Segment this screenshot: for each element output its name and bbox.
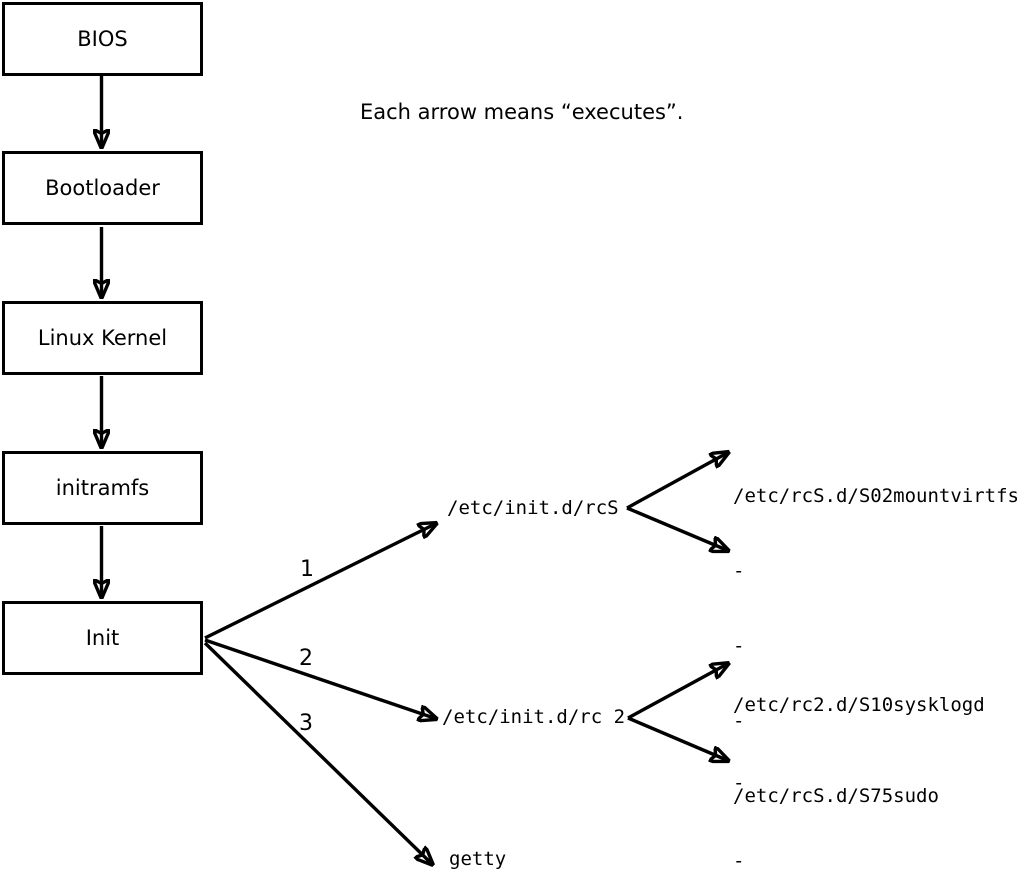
node-init: Init — [2, 601, 203, 675]
ellipsis-dash: - — [733, 850, 745, 872]
branch-number-1: 1 — [300, 557, 314, 582]
node-init-label: Init — [85, 625, 120, 650]
ellipsis-dash: - — [733, 772, 745, 794]
arrow-rc2-to-first-script — [627, 663, 729, 720]
node-bios: BIOS — [2, 2, 203, 76]
legend-caption: Each arrow means “executes”. — [360, 100, 684, 124]
arrow-init-to-rcs — [204, 523, 437, 640]
node-bios-label: BIOS — [77, 26, 128, 51]
node-linux-kernel-label: Linux Kernel — [37, 325, 168, 350]
branch-number-3: 3 — [299, 711, 313, 736]
node-bootloader: Bootloader — [2, 151, 203, 225]
branch-number-2: 2 — [299, 646, 313, 671]
rcs-script-last: /etc/rcS.d/S75sudo — [733, 785, 939, 807]
node-initramfs-label: initramfs — [55, 475, 150, 500]
arrow-init-to-rc2 — [204, 638, 437, 719]
node-linux-kernel: Linux Kernel — [2, 301, 203, 375]
arrow-rcs-to-last-script — [626, 506, 729, 551]
branch-target-rc2: /etc/init.d/rc 2 — [442, 706, 626, 728]
rc2-script-list: /etc/rc2.d/S10sysklogd - - - /etc/rc2.d/… — [733, 640, 985, 875]
rcs-script-first: /etc/rcS.d/S02mountvirtfs — [733, 485, 1019, 507]
node-initramfs: initramfs — [2, 451, 203, 525]
branch-target-getty: getty — [449, 848, 507, 870]
ellipsis-dash: - — [733, 710, 745, 732]
rcs-script-list: /etc/rcS.d/S02mountvirtfs - - - /etc/rcS… — [733, 434, 1019, 859]
arrow-rc2-to-last-script — [627, 716, 729, 761]
rc2-script-first: /etc/rc2.d/S10sysklogd — [733, 694, 985, 716]
node-bootloader-label: Bootloader — [45, 175, 160, 200]
ellipsis-dash: - — [733, 635, 745, 657]
branch-target-rcs: /etc/init.d/rcS — [447, 497, 619, 519]
ellipsis-dash: - — [733, 560, 745, 582]
arrow-rcs-to-first-script — [626, 452, 729, 510]
arrow-init-to-getty — [203, 641, 433, 865]
